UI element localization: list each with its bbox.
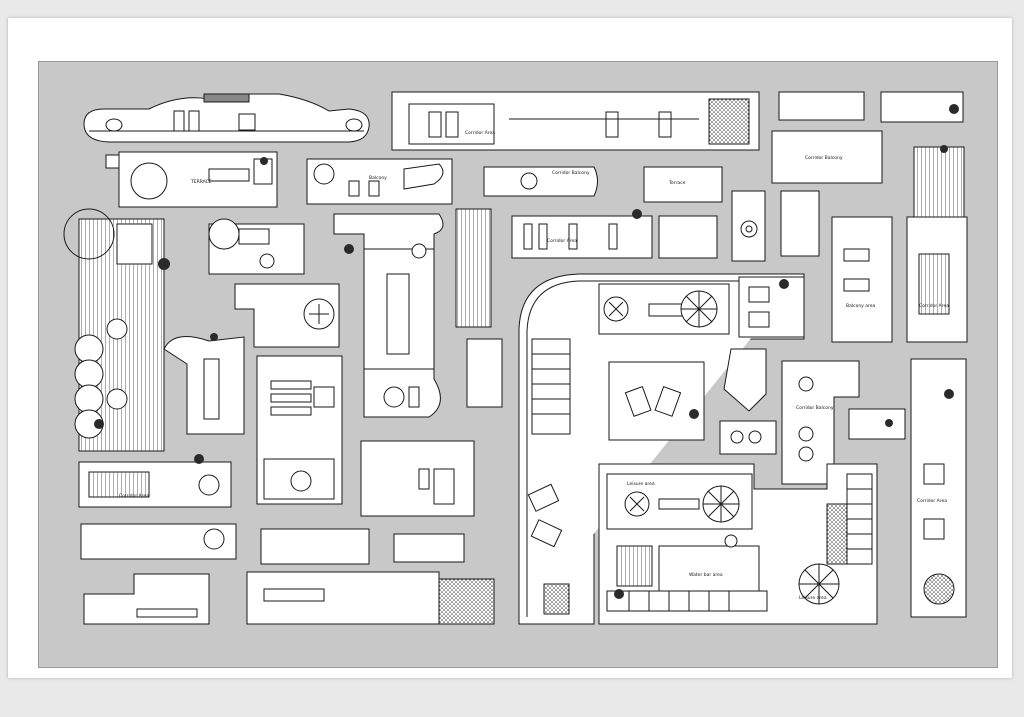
room-label: Corridor Balcony <box>796 405 834 411</box>
piano-room-plan <box>306 158 453 205</box>
plant-icon <box>632 209 642 219</box>
room-label: Corridor Area <box>119 493 149 499</box>
balcony-wave-plan <box>83 93 370 143</box>
terrace-plan <box>105 151 278 208</box>
room-c24 <box>83 573 210 625</box>
plant-icon <box>689 409 699 419</box>
room-label: Terrace <box>668 180 686 186</box>
room-c13 <box>771 130 883 184</box>
central-long-room <box>333 213 444 418</box>
room-c20 <box>466 338 503 408</box>
round-stair-room <box>208 218 305 275</box>
plant-icon <box>940 145 948 153</box>
room-c08 <box>906 216 968 343</box>
drawing-sheet: TERRACE Corridor Area Balcony Corridor B… <box>8 18 1012 678</box>
floorplan-svg: TERRACE Corridor Area Balcony Corridor B… <box>63 91 968 625</box>
small-balcony-b <box>880 91 964 123</box>
room-c30 <box>723 348 767 412</box>
plant-icon <box>94 419 104 429</box>
room-label: Leisure area <box>627 481 655 487</box>
room-c17 <box>234 283 340 348</box>
room-c33 <box>848 408 906 440</box>
room-c18 <box>163 336 245 435</box>
bottom-big-building <box>598 463 878 625</box>
room-c19 <box>256 355 343 505</box>
corridor-balcony-a <box>483 166 598 197</box>
plant-icon <box>194 454 204 464</box>
room-label: Balcony <box>369 175 387 181</box>
room-c23 <box>80 523 237 560</box>
floorplan-canvas: TERRACE Corridor Area Balcony Corridor B… <box>38 61 998 668</box>
narrow-wood-room <box>455 208 492 328</box>
wood-deck-right <box>913 146 965 218</box>
room-label: Corridor Area <box>919 303 949 309</box>
room-c10 <box>511 215 718 259</box>
plant-icon <box>949 104 959 114</box>
plant-icon <box>885 419 893 427</box>
long-balcony-plan <box>391 91 760 151</box>
room-label: Corridor Balcony <box>552 170 590 176</box>
plant-icon <box>614 589 624 599</box>
lounge-room-c21 <box>360 440 475 517</box>
room-label: Corridor Balcony <box>805 155 843 161</box>
small-square-d <box>780 190 820 257</box>
plant-icon <box>210 333 218 341</box>
room-label: Corridor Area <box>547 238 577 244</box>
plant-icon <box>344 244 354 254</box>
room-c22 <box>78 461 232 508</box>
room-c34 <box>910 358 967 618</box>
room-c26 <box>393 533 465 563</box>
vegetation-group <box>94 104 959 599</box>
room-label: Corridor Area <box>917 498 947 504</box>
room-c12 <box>643 166 723 203</box>
plant-icon <box>944 389 954 399</box>
room-c07 <box>831 216 893 343</box>
small-balcony-a <box>778 91 865 121</box>
room-label: Water bar area <box>689 572 723 578</box>
small-square-c <box>731 190 766 262</box>
room-c29 <box>608 361 705 441</box>
room-c32 <box>781 360 860 485</box>
left-deck-plan <box>63 208 165 452</box>
room-c27 <box>246 571 495 625</box>
plant-icon <box>260 157 268 165</box>
room-label: TERRACE <box>190 179 212 185</box>
plant-icon <box>779 279 789 289</box>
room-label: Balcony area <box>846 303 876 309</box>
room-c25 <box>260 528 370 565</box>
plant-icon <box>158 258 170 270</box>
room-c31 <box>719 420 777 455</box>
room-label: Leisure area <box>799 595 827 601</box>
room-label: Corridor Area <box>465 130 495 136</box>
